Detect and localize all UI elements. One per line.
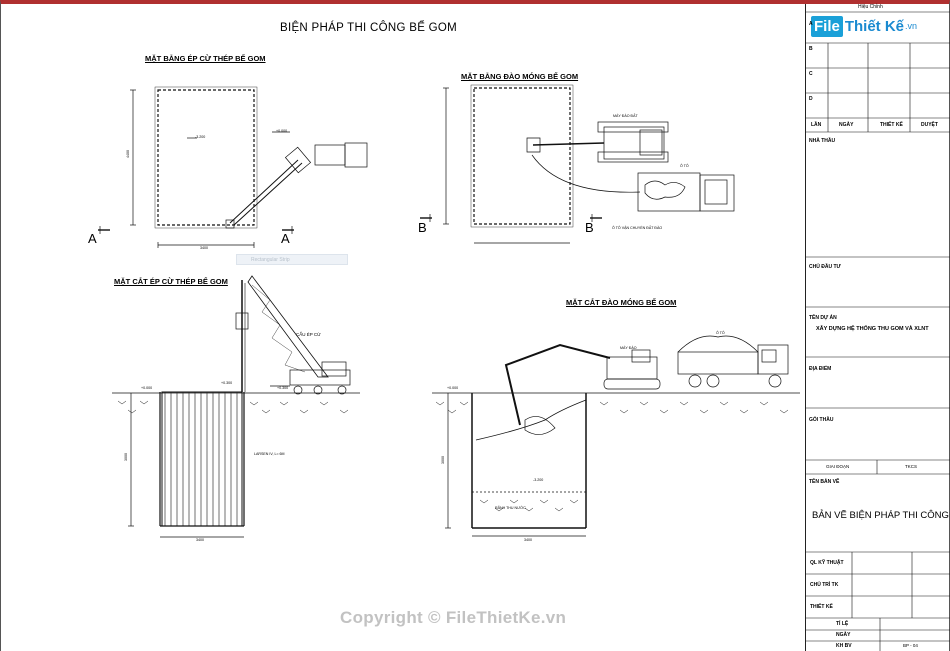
tb-row-c: C (809, 71, 813, 77)
label-elev-plan: -3.200 (195, 135, 206, 139)
tb-scale: TỈ LỆ (836, 621, 849, 627)
label-dim-height: 4400 (126, 150, 130, 158)
logo-suffix: .vn (905, 21, 918, 31)
label-excavator2: MÁY ĐÀO (620, 346, 637, 350)
tb-date: NGÀY (836, 632, 851, 638)
section-sheet-pile (112, 275, 360, 538)
ground-hatch (117, 400, 789, 512)
logo-box: File (811, 15, 843, 37)
label-elev-ex-left: +0.000 (447, 386, 459, 390)
view-title-section-sheet: MẶT CẮT ÉP CỪ THÉP BỂ GOM (114, 277, 228, 286)
label-elev-ground: +0.000 (141, 386, 153, 390)
logo: File Thiết Kế .vn (811, 13, 917, 39)
section-mark-a-left: A (88, 231, 97, 246)
tb-package: GÓI THẦU (809, 417, 834, 423)
label-elev-crane2: +0.300 (277, 386, 289, 390)
label-drain: RÃNH THU NƯỚC (495, 506, 526, 510)
cad-tooltip: Rectangular Strip (236, 254, 348, 265)
label-truck-note: Ô TÔ VẬN CHUYỂN ĐẤT ĐÀO (612, 226, 663, 230)
tb-location: ĐỊA ĐIỂM (809, 366, 832, 372)
label-elev-crane: +0.000 (276, 129, 288, 133)
tb-project-label: TÊN DỰ ÁN (809, 315, 837, 321)
label-crane-note: CẨU ÉP CỪ (296, 332, 322, 337)
tb-row-a: A (809, 21, 813, 27)
label-dim-depth: 3000 (124, 453, 128, 461)
label-truck2: Ô TÔ (716, 331, 725, 335)
label-dim-ex-depth: 3000 (441, 456, 445, 464)
tb-col-duyet: DUYỆT (921, 122, 938, 128)
tb-col-ngay: NGÀY (839, 122, 854, 128)
tb-revision-header: Hiệu Chỉnh (858, 4, 883, 10)
label-elev-ground2: +0.300 (221, 381, 233, 385)
tb-col-thietke: THIẾT KẾ (880, 122, 903, 128)
label-dim-ex-bottom: 3400 (524, 538, 532, 542)
tb-sign-chutri: CHỦ TRÌ TK (810, 582, 839, 588)
plan-excavation (420, 84, 735, 244)
tb-investor: CHỦ ĐẦU TƯ (809, 264, 841, 270)
title-block-grid (805, 11, 950, 651)
view-title-plan-sheet: MẶT BẰNG ÉP CỪ THÉP BỂ GOM (145, 54, 266, 63)
tb-sheet-value: BP - 04 (903, 643, 918, 648)
drawing-title: BIỆN PHÁP THI CÔNG BỂ GOM (280, 22, 458, 34)
section-excavation (432, 335, 800, 537)
tb-drawing-name: BẢN VẼ BIỆN PHÁP THI CÔNG (812, 510, 949, 521)
section-mark-b-right: B (585, 220, 594, 235)
view-title-plan-excavation: MẶT BẰNG ĐÀO MÓNG BỂ GOM (461, 72, 579, 81)
label-excavator: MÁY ĐÀO ĐẤT (613, 114, 638, 118)
logo-text: Thiết Kế (844, 17, 905, 35)
label-dim-bottom: 3400 (196, 538, 204, 542)
view-title-section-excavation: MẶT CẮT ĐÀO MÓNG BỂ GOM (566, 298, 677, 307)
tb-contractor: NHÀ THẦU (809, 138, 836, 144)
title-block (805, 4, 950, 651)
tb-col-lan: LẦN (811, 122, 822, 128)
watermark: Copyright © FileThietKe.vn (340, 608, 567, 627)
label-dim-width: 3400 (200, 246, 208, 250)
tb-phase-value: TKCS (905, 464, 918, 469)
label-truck: Ô TÔ (680, 164, 689, 168)
label-elev-ex-bottom: -3.200 (533, 478, 544, 482)
section-mark-b-left: B (418, 220, 427, 235)
tb-phase: GIAI ĐOẠN (826, 464, 850, 469)
plan-sheet-pile (98, 86, 368, 248)
tb-drawing-name-label: TÊN BẢN VẼ (809, 479, 840, 485)
tb-sheet: KH BV (836, 643, 852, 649)
tb-row-d: D (809, 96, 813, 102)
tb-row-b: B (809, 46, 813, 52)
tb-project-name: XÂY DỰNG HỆ THỐNG THU GOM VÀ XLNT (816, 326, 929, 332)
tb-sign-thietke: THIẾT KẾ (810, 604, 833, 610)
tb-sign-ql: QL KỸ THUẬT (810, 560, 844, 566)
label-sheet-pile: LARSEN IV, L= 6M (254, 452, 285, 456)
section-mark-a-right: A (281, 231, 290, 246)
